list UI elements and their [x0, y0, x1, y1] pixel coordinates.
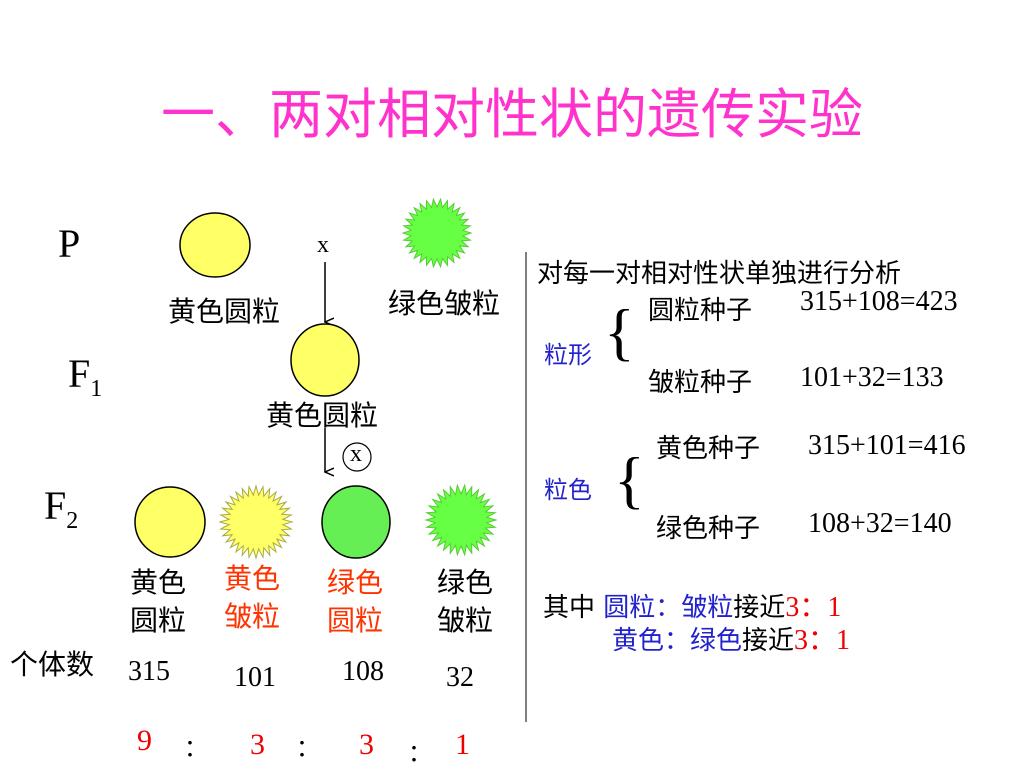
green-seed-label: 绿色种子: [656, 514, 761, 544]
ratio-1: 9: [137, 724, 152, 757]
f1-yellow-round-seed: [290, 323, 360, 397]
color-category-label: 粒色: [544, 476, 592, 504]
wrinkled-seed-formula: 101+32=133: [800, 362, 944, 393]
generation-p: P: [58, 221, 81, 266]
f2-green-round-seed: [321, 485, 391, 559]
generation-f1: F1: [68, 351, 103, 402]
shape-brace: {: [604, 296, 635, 367]
color-brace: {: [614, 444, 645, 515]
ratio-2: 3: [250, 728, 265, 761]
f2-phenotype-4: 绿色皱粒: [437, 566, 494, 637]
conclusion-line-2: 黄色：绿色接近3：1: [612, 625, 851, 656]
p-green-wrinkled-seed: [401, 197, 473, 269]
analysis-heading: 对每一对相对性状单独进行分析: [537, 259, 902, 289]
round-seed-label: 圆粒种子: [648, 296, 753, 326]
f2-phenotype-2: 黄色皱粒: [224, 562, 281, 633]
count-label: 个体数: [10, 648, 95, 681]
f2-yellow-wrinkled-seed: [218, 484, 294, 560]
wrinkled-seed-label: 皱粒种子: [648, 368, 753, 398]
count-4: 32: [446, 662, 474, 693]
yellow-seed-formula: 315+101=416: [808, 430, 966, 461]
page-title: 一、两对相对性状的遗传实验: [161, 83, 863, 146]
ratio-sep-2: ：: [296, 736, 320, 762]
round-seed-formula: 315+108=423: [800, 286, 958, 317]
p-yellow-round-seed: [179, 212, 251, 278]
f1-label: 黄色圆粒: [266, 399, 379, 432]
green-seed-formula: 108+32=140: [808, 508, 952, 539]
conclusion-line-1: 其中 圆粒：皱粒接近3：1: [543, 592, 842, 623]
ratio-4: 1: [455, 728, 470, 761]
p-parent2-label: 绿色皱粒: [388, 287, 501, 320]
count-2: 101: [234, 662, 276, 693]
f2-phenotype-3: 绿色圆粒: [327, 566, 384, 637]
self-symbol-circle: [342, 442, 372, 472]
shape-category-label: 粒形: [544, 341, 592, 369]
self-symbol: x: [350, 441, 362, 467]
count-1: 315: [128, 656, 170, 687]
count-3: 108: [342, 656, 384, 687]
ratio-sep-1: ：: [184, 736, 208, 762]
f2-green-wrinkled-seed: [424, 483, 498, 557]
yellow-seed-label: 黄色种子: [656, 434, 761, 464]
f2-yellow-round-seed: [134, 486, 206, 558]
ratio-3: 3: [359, 728, 374, 761]
generation-f2: F2: [44, 483, 79, 534]
p-parent1-label: 黄色圆粒: [168, 295, 281, 328]
f2-phenotype-1: 黄色圆粒: [130, 566, 187, 637]
ratio-sep-3: ：: [408, 741, 432, 767]
cross-symbol: x: [317, 232, 329, 258]
